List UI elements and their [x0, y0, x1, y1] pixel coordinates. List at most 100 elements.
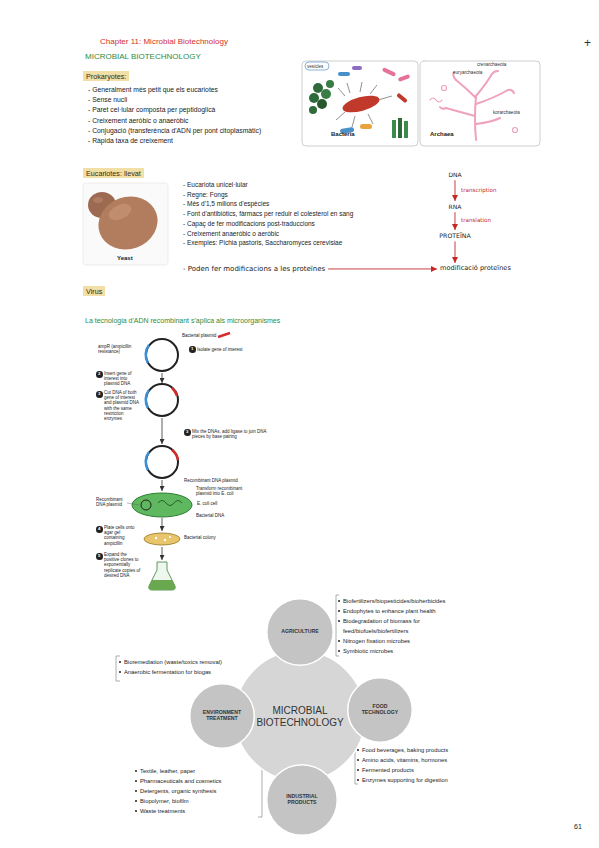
callout-number: 3 [184, 429, 191, 436]
list-item: Food beverages, baking products [362, 745, 448, 755]
bullet-dot [338, 650, 340, 652]
circle-shape [326, 80, 334, 88]
circle-shape [169, 536, 171, 538]
line-shape [218, 333, 230, 337]
rect-shape [398, 74, 411, 82]
path-shape [456, 80, 476, 98]
line-shape [378, 96, 392, 100]
callout-number: 5 [96, 553, 103, 560]
step-note: Transform recombinant plasmid into E. co… [196, 486, 256, 496]
path-shape [476, 90, 508, 104]
path-shape [146, 345, 149, 363]
text-label: 61 [574, 823, 582, 831]
list-item: Enzymes supporting for digestion [362, 775, 448, 785]
flow-text: PROTEÏNA [439, 232, 470, 239]
rect-shape [352, 66, 362, 70]
line-shape [162, 518, 163, 531]
list-item: Waste treatments [140, 806, 185, 816]
circle-shape [155, 537, 157, 539]
list-item: Pharmaceuticals and cosmetics [140, 776, 222, 786]
circle-shape [190, 684, 255, 749]
circle-shape [442, 86, 447, 91]
path-shape [476, 74, 492, 96]
circle-text-box: AGRICULTURE [273, 629, 327, 635]
path-shape [146, 452, 149, 470]
ellipse-shape [144, 533, 180, 545]
step-note: ampR (ampicillin resistance) [98, 344, 134, 354]
circle-shape [317, 99, 327, 109]
step-note: Bacterial DNA [196, 513, 224, 518]
list-item: Biofertilizers/biopesticides/bioherbicid… [343, 596, 445, 606]
yeast-illustration [83, 183, 168, 265]
step-note: Recombinant DNA plasmid [184, 478, 238, 483]
line-shape [162, 418, 163, 444]
node-text: modificació proteïnes [440, 265, 511, 273]
step-note: Isolate gene of interest [197, 347, 243, 352]
line-shape [162, 547, 163, 560]
line-shape [370, 85, 377, 94]
node-text: MICROBIAL BIOTECHNOLOGY [248, 705, 352, 728]
section-band: Eucariotes: llevat [83, 168, 144, 178]
text-label: - Regne: Fongs [183, 191, 228, 199]
rect-shape [398, 118, 402, 138]
list-item: Nitrogen fixation microbes [343, 636, 410, 646]
line-shape [162, 373, 163, 383]
callout-number: 4 [96, 526, 103, 533]
archaea-illustration [420, 61, 540, 146]
ellipse-shape [106, 201, 134, 224]
edge-label: transcription [460, 187, 498, 194]
callout-number: 1 [189, 346, 196, 353]
list-item: Textile, leather, paper [140, 766, 195, 776]
node-text: FOOD TECHNOLOGY [354, 704, 406, 716]
circle-shape [309, 93, 319, 103]
topic-circle: AGRICULTURE [266, 598, 334, 666]
section-band: Virus [83, 286, 105, 296]
path-shape [146, 390, 149, 408]
path-shape [149, 562, 175, 590]
rect-shape [404, 121, 408, 138]
circle-shape [146, 384, 178, 416]
rect-shape [360, 124, 372, 129]
path-shape [430, 98, 442, 102]
text-label: - Exemples: Pichia pastoris, Saccharomyc… [183, 239, 342, 247]
circle-shape [513, 128, 518, 133]
path-shape [258, 765, 262, 817]
circle-shape [267, 599, 334, 666]
bullet-dot [338, 610, 340, 612]
topic-circle: ENVIRONMENT TREATMENT [189, 683, 255, 749]
line-shape [162, 480, 163, 491]
path-shape [336, 595, 339, 656]
circle-shape [321, 89, 331, 99]
path-shape [476, 118, 500, 124]
bullet-dot [135, 800, 137, 802]
topic-circle: INDUSTRIAL PRODUCTS [266, 764, 338, 836]
text-label: - Generalment més petit que els eucariot… [88, 86, 218, 94]
rect-shape [302, 61, 418, 146]
flow-text: DNA [448, 171, 461, 178]
rect-shape [305, 62, 329, 70]
step-note: Mix the DNAs, add ligase to join DNA pie… [192, 429, 267, 439]
list-item: Biodegradation of biomass for feed/biofu… [343, 616, 451, 636]
text-label: Bacteria [331, 131, 355, 138]
step-note: E. coli cell [197, 501, 217, 506]
ellipse-shape [341, 92, 381, 115]
rect-shape [338, 72, 350, 76]
line-shape [368, 114, 373, 124]
text-label: - Ràpida taxa de creixement [88, 137, 173, 145]
rect-shape [83, 183, 168, 265]
bullet-dot [135, 770, 137, 772]
path-shape [158, 501, 182, 506]
ellipse-shape [132, 493, 192, 517]
bullet-dot [135, 780, 137, 782]
rect-shape [392, 120, 396, 138]
text-label: - Creixement aeròbic o anaeròbic [88, 117, 189, 125]
bullet-dot [338, 620, 340, 622]
circle-shape [313, 83, 323, 93]
path-shape [446, 108, 475, 116]
line-shape [352, 116, 355, 127]
text-label: - Sense nucli [88, 96, 127, 104]
circle-text-box: MICROBIAL BIOTECHNOLOGY [248, 705, 352, 728]
text-label: Yeast [117, 255, 133, 262]
path-shape [116, 656, 120, 681]
bullet-dot [357, 759, 359, 761]
